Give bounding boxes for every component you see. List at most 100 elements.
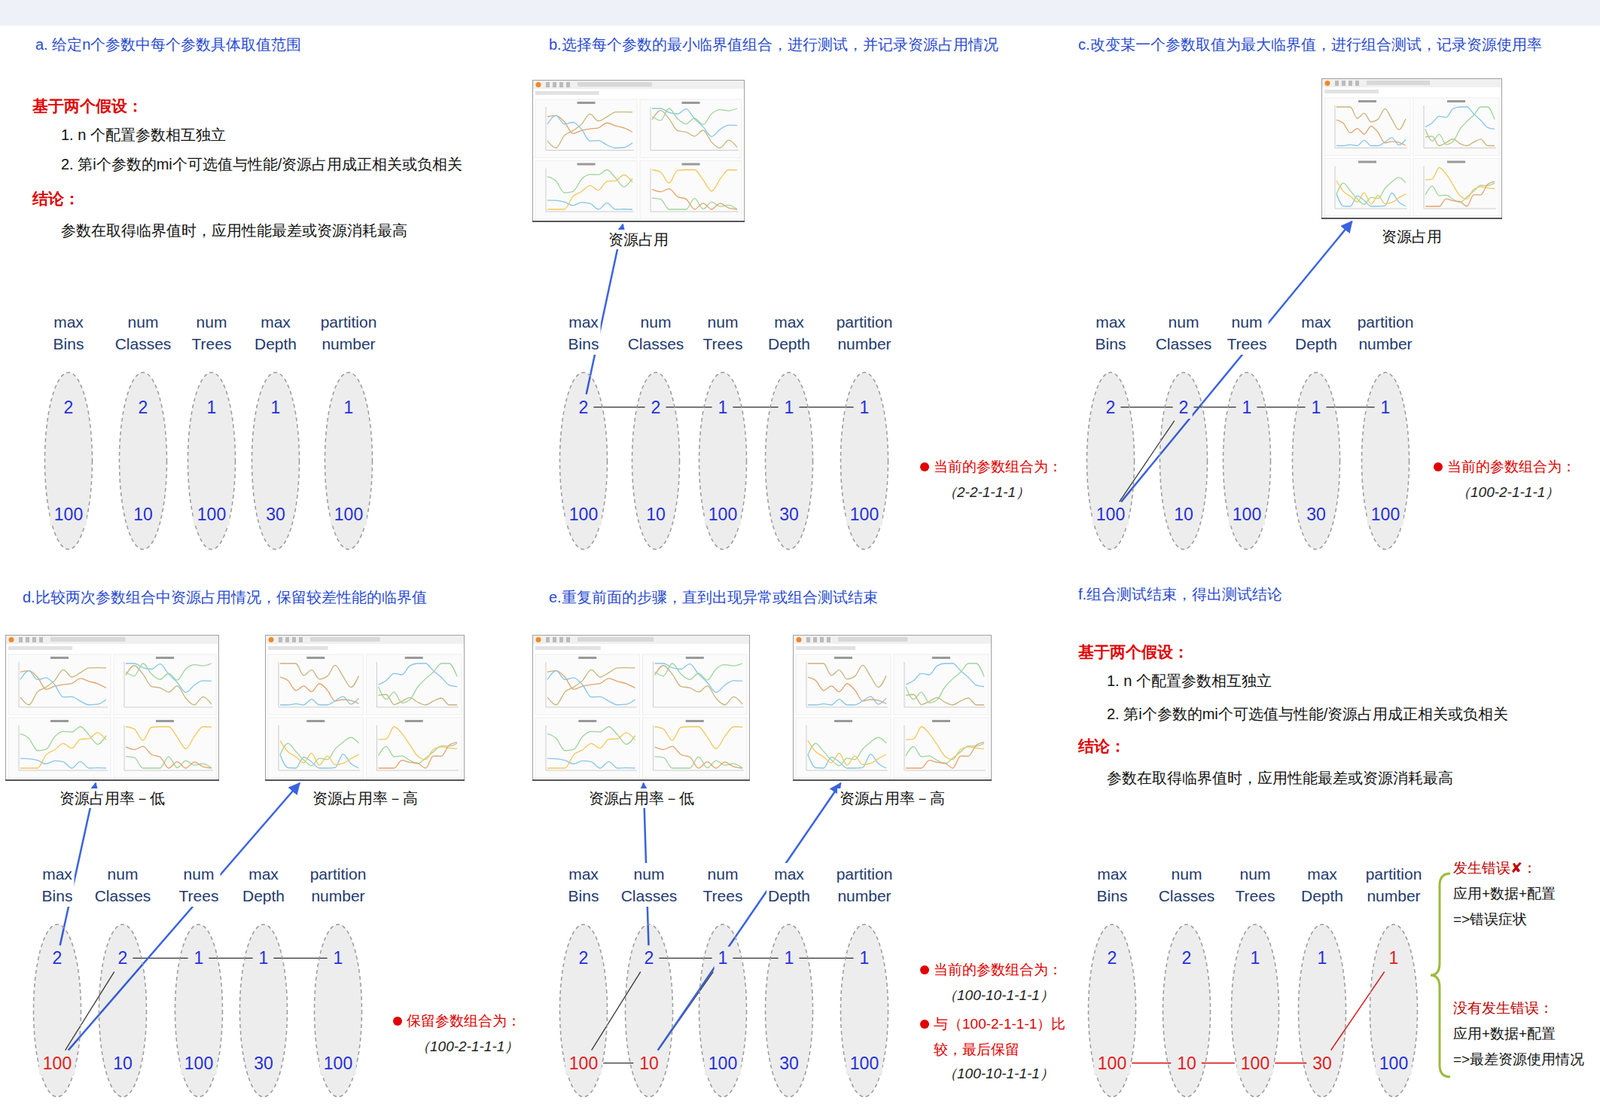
param-value: 30 — [249, 1051, 278, 1075]
value-text: 100 — [197, 503, 226, 525]
value-text: 10 — [646, 503, 666, 525]
param-value: 100 — [193, 502, 230, 526]
value-text: 1 — [859, 947, 870, 969]
param-value: 100 — [39, 1051, 76, 1075]
param-value: 100 — [180, 1051, 217, 1075]
param-name: num Classes — [619, 862, 680, 907]
screenshot-caption: 资源占用率－高 — [310, 788, 421, 808]
resource-screenshot: 资源占用 — [1321, 78, 1503, 220]
value-text: 100 — [1240, 1052, 1270, 1074]
param-value: 1 — [329, 946, 348, 970]
param-ellipse: 210num Classes — [1158, 371, 1209, 551]
param-value: 100 — [1092, 502, 1129, 526]
value-text: 10 — [1176, 1052, 1197, 1074]
param-value: 1 — [856, 946, 874, 970]
param-value: 2 — [48, 946, 67, 970]
param-value: 100 — [565, 502, 602, 526]
value-text: 1 — [207, 396, 217, 418]
param-value: 1 — [1238, 396, 1256, 419]
panel-title: b.选择每个参数的最小临界值组合，进行测试，并记录资源占用情况 — [548, 34, 999, 55]
param-name: max Bins — [566, 862, 601, 907]
value-text: 1 — [784, 947, 795, 969]
param-ellipse: 1100num Trees — [697, 923, 748, 1098]
screenshot-caption: 资源占用率－低 — [57, 788, 168, 808]
param-value: 2 — [134, 396, 153, 419]
section-heading: 结论： — [32, 188, 80, 209]
param-ellipse: 1100num Trees — [697, 371, 748, 551]
param-value: 10 — [642, 502, 670, 526]
panel-title: d.比较两次参数组合中资源占用情况，保留较差性能的临界值 — [22, 587, 427, 607]
measure-arrow — [586, 224, 623, 395]
value-text: 1 — [784, 396, 795, 418]
value-text: 1 — [194, 947, 205, 969]
param-value: 1 — [267, 396, 285, 419]
param-name: partition number — [1364, 862, 1424, 907]
param-name: num Trees — [1234, 862, 1277, 907]
param-ellipse: 210num Classes — [630, 371, 681, 551]
param-name: max Bins — [566, 310, 601, 355]
bullet-dot — [920, 462, 930, 472]
param-name: partition number — [1356, 310, 1416, 355]
value-text: 100 — [569, 1052, 598, 1074]
outcome-text: =>最差资源使用情况 — [1453, 1049, 1585, 1070]
param-name: partition number — [308, 862, 369, 907]
value-text: 100 — [1232, 503, 1262, 525]
param-value: 1 — [255, 946, 273, 970]
param-ellipse: 1100num Trees — [173, 923, 224, 1098]
param-name: num Classes — [626, 310, 686, 355]
value-text: 1 — [859, 396, 870, 418]
param-value: 2 — [60, 396, 78, 419]
value-text: 100 — [334, 503, 363, 525]
param-name: num Trees — [701, 862, 745, 907]
value-text: 30 — [1306, 503, 1326, 525]
param-ellipse: 1100partition number — [1360, 371, 1411, 551]
value-text: 2 — [1106, 396, 1116, 418]
param-value: 1 — [1377, 396, 1395, 419]
param-value: 2 — [1178, 946, 1196, 970]
param-value: 2 — [1103, 946, 1122, 970]
value-text: 100 — [54, 503, 83, 525]
screenshot-caption: 资源占用 — [1379, 226, 1445, 247]
combo-line — [1274, 1062, 1307, 1064]
param-value: 1 — [203, 396, 221, 419]
value-text: 100 — [850, 1052, 879, 1074]
screenshot-caption: 资源占用率－高 — [837, 788, 948, 808]
value-text: 1 — [718, 947, 729, 969]
param-ellipse: 1100partition number — [839, 923, 890, 1098]
param-value: 10 — [635, 1051, 663, 1075]
screenshot-image — [1321, 78, 1503, 220]
param-name: partition number — [835, 862, 895, 907]
value-text: 10 — [112, 1052, 133, 1074]
value-text: 2 — [651, 396, 662, 418]
value-text: 2 — [118, 947, 128, 969]
param-value: 1 — [1246, 946, 1265, 970]
param-name: max Depth — [1299, 862, 1345, 907]
param-name: max Depth — [252, 310, 299, 355]
param-name: num Classes — [1154, 310, 1214, 355]
section-heading: 基于两个假设： — [1078, 642, 1189, 662]
screenshot-image — [792, 634, 992, 781]
param-value: 30 — [775, 1051, 803, 1075]
param-ellipse: 1100num Trees — [186, 371, 237, 551]
value-text: 2 — [579, 947, 589, 969]
value-text: 30 — [265, 503, 286, 525]
value-text: 100 — [184, 1052, 214, 1074]
param-value: 100 — [330, 502, 367, 526]
param-name: max Bins — [40, 862, 75, 907]
param-value: 1 — [714, 946, 732, 970]
param-ellipse: 2100max Bins — [43, 371, 94, 551]
param-ellipse: 130max Depth — [1297, 923, 1348, 1098]
value-text: 100 — [1096, 503, 1125, 525]
param-name: num Trees — [1225, 310, 1269, 355]
screenshot-image — [5, 634, 220, 781]
param-value: 1 — [340, 396, 358, 419]
value-text: 1 — [271, 396, 281, 418]
param-value: 100 — [1367, 502, 1404, 526]
param-value: 2 — [114, 946, 132, 970]
param-value: 1 — [1307, 396, 1326, 419]
screenshot-image — [532, 634, 750, 781]
body-text: 参数在取得临界值时，应用性能最差或资源消耗最高 — [60, 220, 408, 241]
param-value: 100 — [846, 1051, 883, 1075]
param-value: 100 — [704, 502, 741, 526]
